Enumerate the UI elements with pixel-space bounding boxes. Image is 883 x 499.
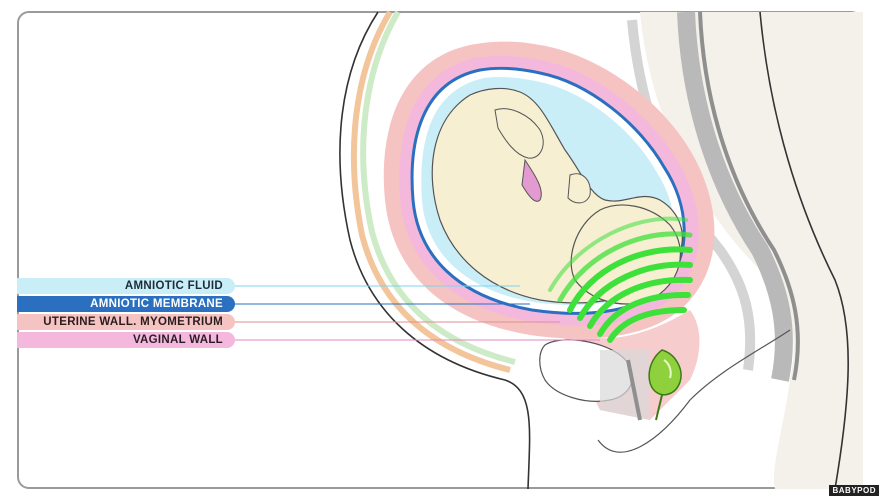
label-amniotic-fluid: AMNIOTIC FLUID [17,278,235,294]
speaker-icon [648,349,682,421]
spine-structure [627,11,863,490]
label-leader-lines [235,285,600,341]
label-amniotic-membrane: AMNIOTIC MEMBRANE [17,296,235,312]
label-uterine-wall: UTERINE WALL. MYOMETRIUM [17,314,235,330]
pelvic-structures [539,339,650,421]
body-outline [339,11,791,490]
label-vaginal-wall: VAGINAL WALL [17,332,235,348]
abdominal-wall-layers [350,10,516,373]
sound-waves-icon [548,216,693,343]
credit-badge: BABYPOD [829,485,879,496]
